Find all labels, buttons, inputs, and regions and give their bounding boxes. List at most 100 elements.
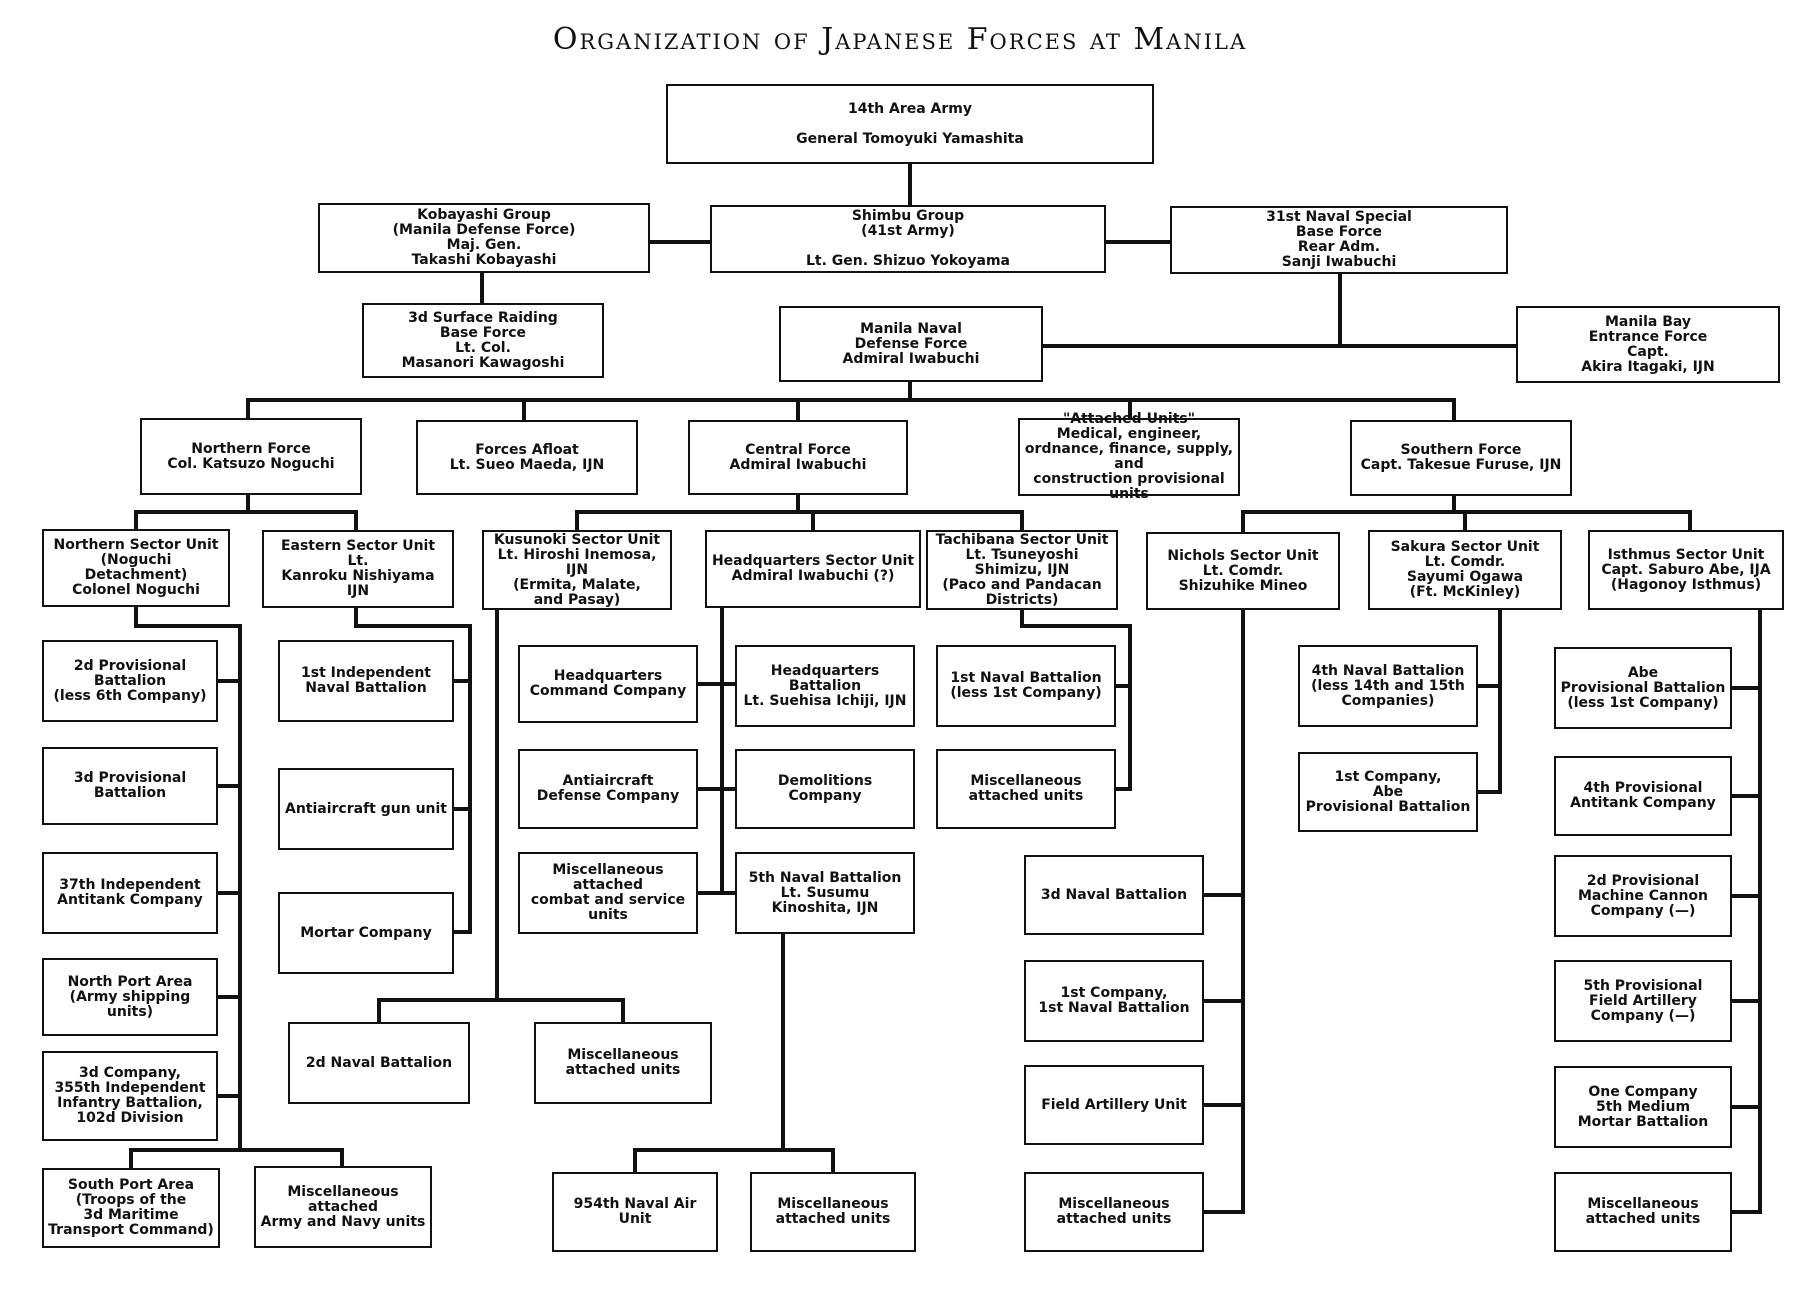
unit-label: Central Force Admiral Iwabuchi xyxy=(729,441,867,473)
unit-label: 1st Naval Battalion (less 1st Company) xyxy=(950,670,1102,701)
unit-e3: Mortar Company xyxy=(278,892,454,974)
unit-northern: Northern Force Col. Katsuzo Noguchi xyxy=(140,418,362,495)
unit-label: Manila Naval Defense Force Admiral Iwabu… xyxy=(842,320,980,367)
unit-h1: Headquarters Command Company xyxy=(518,645,698,723)
unit-label: Field Artillery Unit xyxy=(1041,1096,1187,1113)
unit-label: Abe Provisional Battalion (less 1st Comp… xyxy=(1560,664,1726,711)
unit-label: 3d Surface Raiding Base Force Lt. Col. M… xyxy=(401,309,565,371)
unit-surface: 3d Surface Raiding Base Force Lt. Col. M… xyxy=(362,303,604,378)
unit-mnd: Manila Naval Defense Force Admiral Iwabu… xyxy=(779,306,1043,382)
unit-label: One Company 5th Medium Mortar Battalion xyxy=(1577,1083,1709,1130)
unit-s2: 1st Company, Abe Provisional Battalion xyxy=(1298,752,1478,832)
unit-nsu: Northern Sector Unit (Noguchi Detachment… xyxy=(42,529,230,607)
unit-label: Antiaircraft Defense Company xyxy=(536,773,680,804)
unit-shimbu: Shimbu Group (41st Army) Lt. Gen. Shizuo… xyxy=(710,205,1106,273)
unit-label: Manila Bay Entrance Force Capt. Akira It… xyxy=(1581,313,1715,375)
unit-label: Forces Afloat Lt. Sueo Maeda, IJN xyxy=(449,441,605,473)
unit-label: Shimbu Group (41st Army) Lt. Gen. Shizuo… xyxy=(805,208,1011,269)
unit-label: Sakura Sector Unit Lt. Comdr. Sayumi Oga… xyxy=(1390,539,1540,600)
unit-label: Antiaircraft gun unit xyxy=(284,800,447,817)
unit-label: 4th Naval Battalion (less 14th and 15th … xyxy=(1311,662,1465,709)
unit-n6: South Port Area (Troops of the 3d Mariti… xyxy=(42,1168,220,1248)
unit-label: Miscellaneous attached units xyxy=(1056,1196,1172,1227)
unit-label: Mortar Company xyxy=(300,924,432,941)
unit-sak: Sakura Sector Unit Lt. Comdr. Sayumi Oga… xyxy=(1368,530,1562,610)
unit-label: 4th Provisional Antitank Company xyxy=(1570,780,1716,811)
unit-ni2: 1st Company, 1st Naval Battalion xyxy=(1024,960,1204,1042)
unit-naval31: 31st Naval Special Base Force Rear Adm. … xyxy=(1170,206,1508,274)
unit-label: 3d Company, 355th Independent Infantry B… xyxy=(54,1065,206,1126)
unit-ni4: Miscellaneous attached units xyxy=(1024,1172,1204,1252)
unit-label: Kusunoki Sector Unit Lt. Hiroshi Inemosa… xyxy=(493,531,661,608)
chart-title: Organization of Japanese Forces at Manil… xyxy=(552,22,1248,57)
unit-f1: 954th Naval Air Unit xyxy=(552,1172,718,1252)
unit-label: "Attached Units" Medical, engineer, ordn… xyxy=(1024,411,1234,502)
unit-label: 1st Independent Naval Battalion xyxy=(301,665,431,696)
unit-n2: 3d Provisional Battalion xyxy=(42,747,218,825)
unit-h6: 5th Naval Battalion Lt. Susumu Kinoshita… xyxy=(735,852,915,934)
unit-bay: Manila Bay Entrance Force Capt. Akira It… xyxy=(1516,306,1780,383)
unit-label: Eastern Sector Unit Lt. Kanroku Nishiyam… xyxy=(280,538,436,599)
unit-i1: Abe Provisional Battalion (less 1st Comp… xyxy=(1554,647,1732,729)
unit-n1: 2d Provisional Battalion (less 6th Compa… xyxy=(42,640,218,722)
unit-i3: 2d Provisional Machine Cannon Company (—… xyxy=(1554,855,1732,937)
unit-army: 14th Area Army General Tomoyuki Yamashit… xyxy=(666,84,1154,164)
unit-ni3: Field Artillery Unit xyxy=(1024,1065,1204,1145)
unit-kobayashi: Kobayashi Group (Manila Defense Force) M… xyxy=(318,203,650,273)
unit-label: Headquarters Sector Unit Admiral Iwabuch… xyxy=(711,553,915,584)
unit-label: North Port Area (Army shipping units) xyxy=(67,973,193,1020)
unit-label: 2d Provisional Machine Cannon Company (—… xyxy=(1577,872,1709,919)
unit-label: Miscellaneous attached units xyxy=(565,1047,681,1078)
unit-n7: Miscellaneous attached Army and Navy uni… xyxy=(254,1166,432,1248)
unit-h3: Miscellaneous attached combat and servic… xyxy=(518,852,698,934)
unit-label: 31st Naval Special Base Force Rear Adm. … xyxy=(1266,209,1412,270)
unit-label: 3d Provisional Battalion xyxy=(73,770,187,801)
unit-label: Kobayashi Group (Manila Defense Force) M… xyxy=(392,207,576,268)
unit-e1: 1st Independent Naval Battalion xyxy=(278,640,454,722)
unit-k1: 2d Naval Battalion xyxy=(288,1022,470,1104)
unit-i5: One Company 5th Medium Mortar Battalion xyxy=(1554,1066,1732,1148)
unit-label: Isthmus Sector Unit Capt. Saburo Abe, IJ… xyxy=(1601,546,1771,593)
unit-f2: Miscellaneous attached units xyxy=(750,1172,916,1252)
unit-esu: Eastern Sector Unit Lt. Kanroku Nishiyam… xyxy=(262,530,454,608)
unit-i2: 4th Provisional Antitank Company xyxy=(1554,756,1732,836)
unit-i4: 5th Provisional Field Artillery Company … xyxy=(1554,960,1732,1042)
unit-k2: Miscellaneous attached units xyxy=(534,1022,712,1104)
unit-tsu: Tachibana Sector Unit Lt. Tsuneyoshi Shi… xyxy=(926,530,1118,610)
unit-nicsu: Nichols Sector Unit Lt. Comdr. Shizuhike… xyxy=(1146,532,1340,610)
unit-label: 1st Company, Abe Provisional Battalion xyxy=(1305,768,1471,815)
unit-label: Southern Force Capt. Takesue Furuse, IJN xyxy=(1360,442,1562,473)
unit-label: Tachibana Sector Unit Lt. Tsuneyoshi Shi… xyxy=(935,531,1109,608)
unit-label: 2d Naval Battalion xyxy=(305,1054,453,1071)
unit-label: 5th Provisional Field Artillery Company … xyxy=(1583,977,1703,1024)
unit-n5: 3d Company, 355th Independent Infantry B… xyxy=(42,1051,218,1141)
unit-label: Headquarters Command Company xyxy=(529,668,687,699)
unit-h2: Antiaircraft Defense Company xyxy=(518,749,698,829)
unit-h4: Headquarters Battalion Lt. Suehisa Ichij… xyxy=(735,645,915,727)
unit-label: Demolitions Company xyxy=(777,773,873,804)
unit-i6: Miscellaneous attached units xyxy=(1554,1172,1732,1252)
unit-label: 14th Area Army General Tomoyuki Yamashit… xyxy=(796,100,1024,147)
unit-label: Miscellaneous attached units xyxy=(1585,1196,1701,1227)
unit-label: Headquarters Battalion Lt. Suehisa Ichij… xyxy=(743,662,907,709)
unit-label: Northern Force Col. Katsuzo Noguchi xyxy=(167,440,335,472)
unit-label: 1st Company, 1st Naval Battalion xyxy=(1038,985,1190,1016)
unit-h5: Demolitions Company xyxy=(735,749,915,829)
unit-s1: 4th Naval Battalion (less 14th and 15th … xyxy=(1298,645,1478,727)
unit-t1: 1st Naval Battalion (less 1st Company) xyxy=(936,645,1116,727)
unit-label: South Port Area (Troops of the 3d Mariti… xyxy=(48,1177,214,1238)
unit-label: 2d Provisional Battalion (less 6th Compa… xyxy=(53,657,207,704)
unit-label: Miscellaneous attached units xyxy=(968,773,1084,804)
unit-southern: Southern Force Capt. Takesue Furuse, IJN xyxy=(1350,420,1572,496)
unit-n4: North Port Area (Army shipping units) xyxy=(42,958,218,1036)
unit-label: Miscellaneous attached combat and servic… xyxy=(530,862,686,923)
unit-label: 37th Independent Antitank Company xyxy=(57,877,203,908)
unit-ist: Isthmus Sector Unit Capt. Saburo Abe, IJ… xyxy=(1588,530,1784,610)
unit-afloat: Forces Afloat Lt. Sueo Maeda, IJN xyxy=(416,420,638,495)
unit-n3: 37th Independent Antitank Company xyxy=(42,852,218,934)
unit-label: Miscellaneous attached units xyxy=(775,1196,891,1227)
unit-label: 954th Naval Air Unit xyxy=(573,1196,697,1227)
unit-label: 3d Naval Battalion xyxy=(1040,886,1188,903)
unit-t2: Miscellaneous attached units xyxy=(936,749,1116,829)
